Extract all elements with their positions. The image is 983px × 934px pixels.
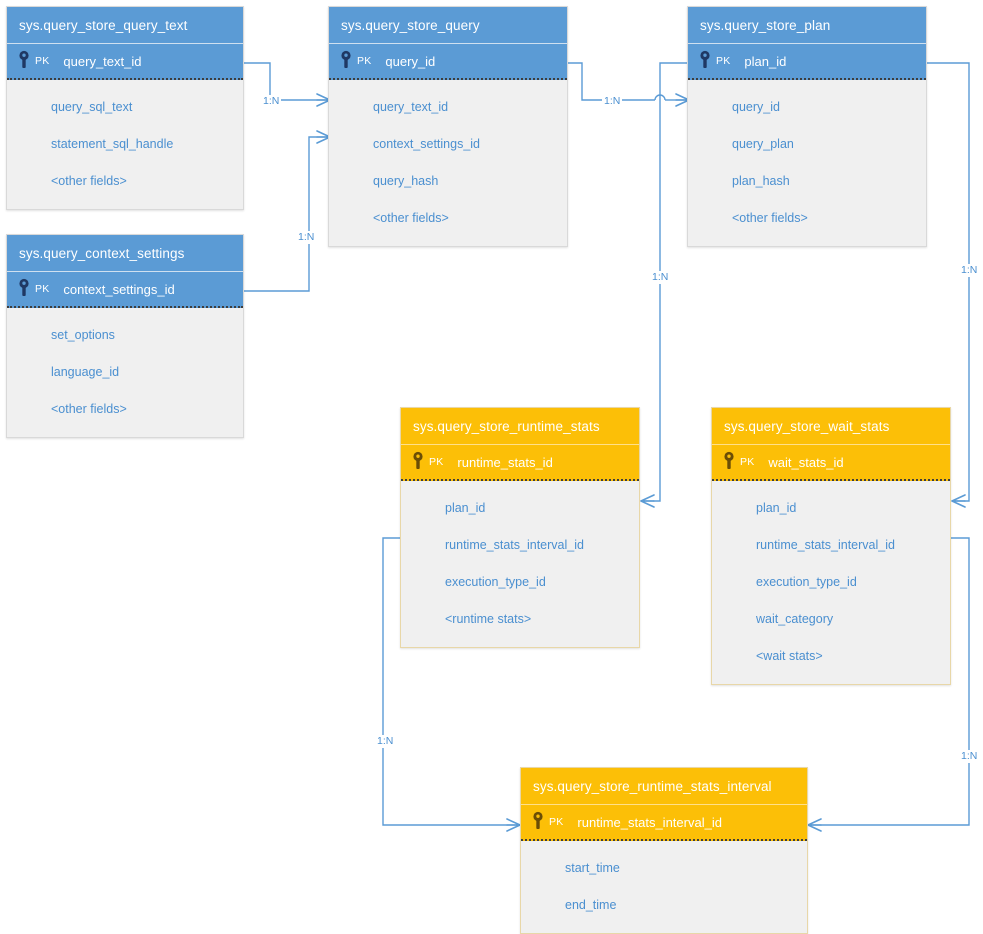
field-row[interactable]: plan_id <box>445 500 486 515</box>
field-row[interactable]: plan_id <box>756 500 797 515</box>
field-row[interactable]: query_text_id <box>373 99 449 114</box>
pk-badge: PK <box>549 816 564 828</box>
header-divider <box>712 444 950 445</box>
primary-key-icon <box>533 811 543 829</box>
header-divider <box>521 804 807 805</box>
field-row[interactable]: execution_type_id <box>756 574 857 589</box>
header-divider <box>401 444 639 445</box>
cardinality-label-rel-plan-runtime: 1:N <box>650 271 671 284</box>
cardinality-label-rel-query-plan: 1:N <box>602 95 623 108</box>
field-row[interactable]: <other fields> <box>51 401 127 416</box>
field-row[interactable]: end_time <box>565 897 617 912</box>
field-row[interactable]: query_hash <box>373 173 439 188</box>
entity-title-runtime_stats: sys.query_store_runtime_stats <box>401 408 639 444</box>
primary-key-row-plan[interactable]: PK plan_id <box>688 44 926 80</box>
field-list-wait_stats: plan_id runtime_stats_interval_id executio… <box>712 481 950 684</box>
header-divider <box>7 43 243 44</box>
pk-badge: PK <box>429 456 444 468</box>
cardinality-label-rel-query-text: 1:N <box>261 95 282 108</box>
pk-badge: PK <box>35 55 50 67</box>
field-row[interactable]: plan_hash <box>732 173 790 188</box>
field-row[interactable]: <other fields> <box>51 173 127 188</box>
pk-field-name: query_id <box>385 53 436 69</box>
cardinality-label-rel-context: 1:N <box>296 231 317 244</box>
primary-key-icon <box>341 50 351 68</box>
primary-key-row-query_text[interactable]: PK query_text_id <box>7 44 243 80</box>
cardinality-label-rel-wait-interval: 1:N <box>959 750 980 763</box>
connector-query-text-to-query <box>244 62 331 107</box>
field-row[interactable]: set_options <box>51 327 115 342</box>
entity-title-query: sys.query_store_query <box>329 7 567 43</box>
field-row[interactable]: context_settings_id <box>373 136 481 151</box>
entity-title-plan: sys.query_store_plan <box>688 7 926 43</box>
primary-key-icon <box>19 50 29 68</box>
pk-field-name: runtime_stats_interval_id <box>577 814 722 830</box>
field-row[interactable]: <runtime stats> <box>445 611 532 626</box>
entity-title-interval: sys.query_store_runtime_stats_interval <box>521 768 807 804</box>
primary-key-icon <box>724 451 734 469</box>
field-row[interactable]: wait_category <box>756 611 834 626</box>
field-row[interactable]: query_id <box>732 99 780 114</box>
field-row[interactable]: runtime_stats_interval_id <box>445 537 584 552</box>
cardinality-label-rel-runtime-interval: 1:N <box>375 735 396 748</box>
field-row[interactable]: <other fields> <box>732 210 808 225</box>
field-list-runtime_stats: plan_id runtime_stats_interval_id executio… <box>401 481 639 647</box>
field-row[interactable]: query_plan <box>732 136 794 151</box>
entity-title-context_settings: sys.query_context_settings <box>7 235 243 271</box>
field-row[interactable]: execution_type_id <box>445 574 546 589</box>
pk-field-name: wait_stats_id <box>768 454 844 470</box>
pk-badge: PK <box>740 456 755 468</box>
pk-field-name: query_text_id <box>63 53 142 69</box>
field-row[interactable]: start_time <box>565 860 620 875</box>
entity-title-wait_stats: sys.query_store_wait_stats <box>712 408 950 444</box>
cardinality-label-rel-plan-wait: 1:N <box>959 264 980 277</box>
pk-field-name: runtime_stats_id <box>457 454 553 470</box>
field-list-context_settings: set_options language_id <other fields> <box>7 308 243 437</box>
field-row[interactable]: language_id <box>51 364 120 379</box>
field-row[interactable]: runtime_stats_interval_id <box>756 537 895 552</box>
field-row[interactable]: query_sql_text <box>51 99 133 114</box>
pk-field-name: plan_id <box>744 53 787 69</box>
header-divider <box>329 43 567 44</box>
header-divider <box>688 43 926 44</box>
primary-key-icon <box>19 278 29 296</box>
primary-key-row-interval[interactable]: PK runtime_stats_interval_id <box>521 805 807 841</box>
primary-key-row-context_settings[interactable]: PK context_settings_id <box>7 272 243 308</box>
pk-badge: PK <box>35 283 50 295</box>
field-row[interactable]: statement_sql_handle <box>51 136 174 151</box>
field-list-interval: start_time end_time <box>521 841 807 933</box>
primary-key-icon <box>700 50 710 68</box>
primary-key-row-runtime_stats[interactable]: PK runtime_stats_id <box>401 445 639 481</box>
primary-key-icon <box>413 451 423 469</box>
field-row[interactable]: <other fields> <box>373 210 449 225</box>
primary-key-row-query[interactable]: PK query_id <box>329 44 567 80</box>
pk-badge: PK <box>716 55 731 67</box>
primary-key-row-wait_stats[interactable]: PK wait_stats_id <box>712 445 950 481</box>
field-list-query_text: query_sql_text statement_sql_handle <other… <box>7 80 243 209</box>
connector-query-to-plan <box>568 62 690 107</box>
field-list-query: query_text_id context_settings_id query_ha… <box>329 80 567 246</box>
pk-badge: PK <box>357 55 372 67</box>
header-divider <box>7 271 243 272</box>
entity-title-query_text: sys.query_store_query_text <box>7 7 243 43</box>
field-list-plan: query_id query_plan plan_hash <other fields… <box>688 80 926 246</box>
field-row[interactable]: <wait stats> <box>756 648 823 663</box>
pk-field-name: context_settings_id <box>63 281 175 297</box>
connector-context-settings-to-query <box>244 130 331 292</box>
connector-plan-to-runtime-stats <box>640 62 687 508</box>
